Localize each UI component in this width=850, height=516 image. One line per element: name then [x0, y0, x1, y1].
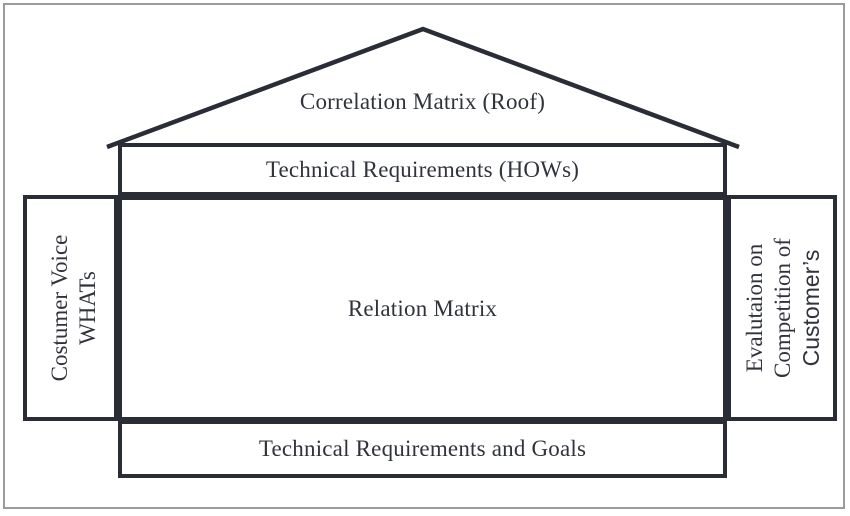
technical-requirements-hows-box: [118, 143, 727, 196]
roof-triangle-lines: [106, 26, 740, 150]
technical-requirements-hows-label: Technical Requirements (HOWs): [265, 156, 580, 182]
relation-matrix-box: [118, 196, 727, 421]
technical-requirements-goals-label: Technical Requirements and Goals: [258, 436, 587, 461]
competition-line: Competition of: [770, 238, 795, 378]
customer-voice-whats-box: [23, 195, 118, 421]
evaluation-line: Evalutaion on: [742, 243, 767, 373]
customer-voice-whats-label: Costumer Voice WHATs: [46, 235, 102, 382]
customer-voice-line: Costumer Voice: [47, 234, 72, 382]
correlation-matrix-roof-label: Correlation Matrix (Roof): [299, 88, 546, 114]
evaluation-competition-label: Evalutaion on Competition of Customer’s: [741, 238, 825, 378]
figure-border-frame: [3, 3, 845, 509]
whats-line: WHATs: [75, 271, 100, 345]
technical-requirements-goals-box: [118, 420, 727, 478]
customers-line: Customer’s: [798, 249, 824, 367]
relation-matrix-label: Relation Matrix: [347, 295, 498, 321]
evaluation-competition-box: [727, 195, 837, 421]
